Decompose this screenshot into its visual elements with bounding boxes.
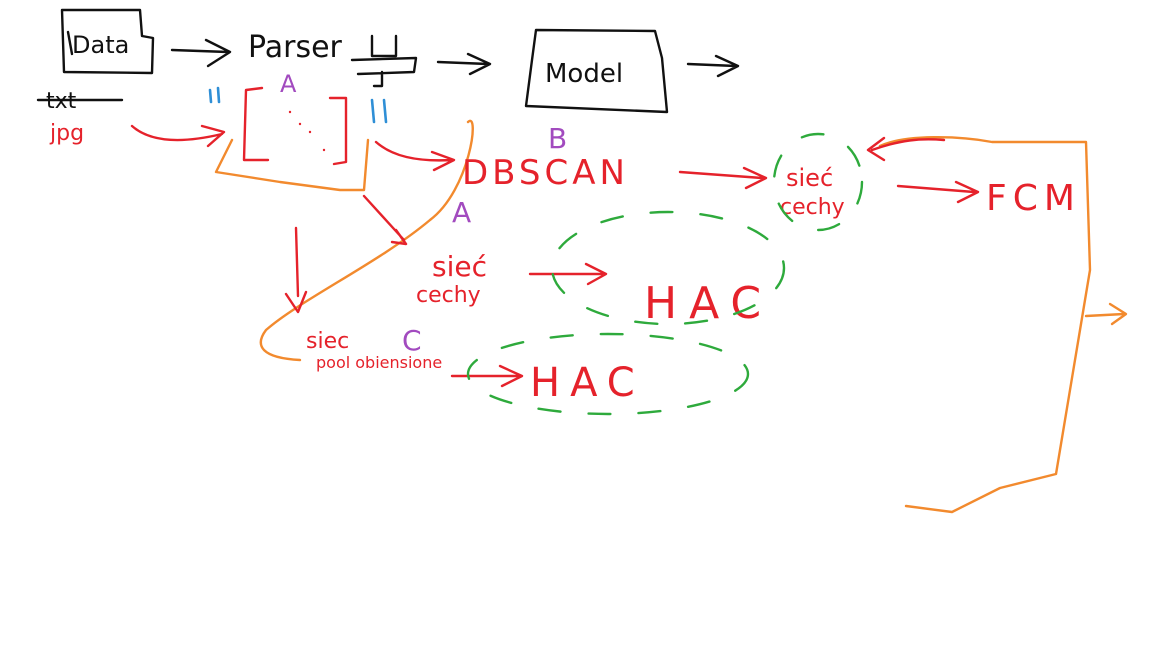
siec-cechy-2-line1: sieć	[432, 250, 487, 283]
marker-c: C	[402, 324, 422, 357]
blue-mark-left	[208, 86, 221, 104]
jpg-label: jpg	[49, 121, 84, 146]
green-dashed-clusters	[466, 132, 864, 416]
model-box	[524, 28, 669, 114]
arrow-down-left	[284, 226, 308, 314]
siec-cechy-1-line1: sieć	[786, 164, 833, 192]
blue-marks	[208, 86, 388, 124]
bracket-dot-3	[308, 130, 312, 134]
arrow-to-dbscan	[374, 140, 456, 172]
arrow-to-siec-cechy-2	[362, 194, 408, 246]
flow-arrows	[284, 136, 980, 388]
bracket-dot-2	[298, 122, 302, 126]
blue-mark-right	[370, 98, 388, 124]
marker-a-mid: A	[452, 196, 471, 229]
siec-cechy-2-line2: cechy	[416, 283, 481, 308]
arrow-siec-cechy-2-to-hac-1	[528, 262, 608, 286]
cluster-outline-hac-2	[466, 332, 750, 416]
bracket-left	[242, 86, 270, 162]
parser-label: Parser	[248, 30, 343, 65]
arrow-model-out	[686, 54, 740, 78]
cluster-outline-hac-1	[550, 210, 786, 326]
marker-b: B	[548, 122, 567, 155]
orange-groupings	[214, 119, 1128, 514]
arrow-fcm-out	[1084, 302, 1128, 326]
arrow-dbscan-to-siec-cechy-1	[678, 166, 768, 190]
pipeline-row: Data Parser Model	[60, 8, 740, 114]
siec-cechy-1-line2: cechy	[780, 195, 845, 220]
dbscan-label: DBSCAN	[462, 153, 629, 193]
clustering-methods: DBSCAN B A FCM HAC HAC	[452, 122, 1081, 406]
siec-pool-line1: siec	[306, 329, 349, 354]
data-box-tab	[66, 30, 74, 56]
orange-group-c	[259, 119, 474, 362]
data-box	[60, 8, 155, 75]
bracket-dot-1	[288, 110, 292, 114]
model-label: Model	[545, 59, 623, 89]
hac-label-2: HAC	[530, 360, 645, 406]
cluster-outline-siec-cechy-1	[772, 132, 864, 232]
arrow-pool-to-hac-2	[450, 364, 524, 388]
arrow-jpg-to-bracket	[130, 124, 226, 148]
bracket-right	[328, 96, 348, 166]
fcm-label: FCM	[986, 178, 1081, 219]
arrow-siec-cechy-1-to-fcm	[896, 180, 980, 204]
data-label: Data	[72, 31, 129, 59]
arrow-fcm-to-siec-cechy-1	[866, 136, 946, 162]
txt-label: txt	[46, 89, 77, 114]
input-formats: txt jpg	[36, 89, 226, 148]
hac-label-1: HAC	[644, 278, 773, 329]
arrow-parser-to-model	[436, 52, 492, 76]
arrow-data-to-parser	[170, 38, 232, 68]
parser-output-bracket: A	[242, 70, 348, 166]
bracket-dot-4	[322, 148, 326, 152]
orange-group-fcm	[878, 136, 1092, 514]
feature-networks: sieć cechy sieć cechy siec pool obiensio…	[306, 164, 845, 372]
siec-pool-line2: pool obiensione	[316, 353, 442, 372]
orange-group-parser	[214, 138, 370, 192]
marker-a-top: A	[280, 70, 297, 98]
parser-bracket-icon	[350, 34, 418, 88]
